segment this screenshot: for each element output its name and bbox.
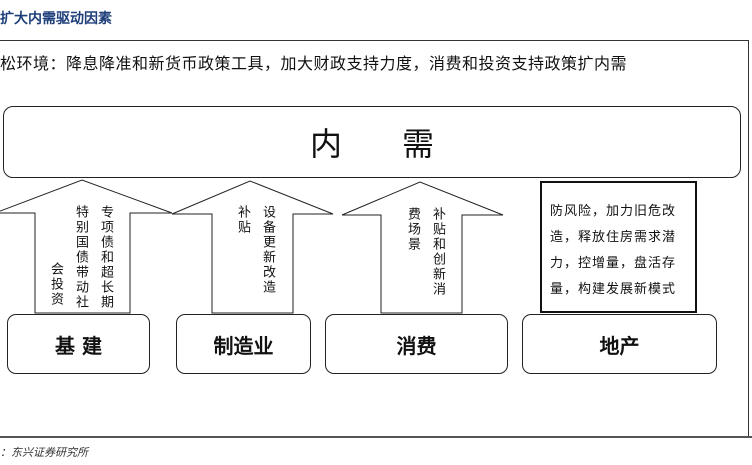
domestic-demand-box: 内需 xyxy=(3,106,741,178)
policy-environment-text: 松环境：降息降准和新货币政策工具，加大财政支持力度，消费和投资支持政策扩内需 xyxy=(0,54,628,73)
sector-real-estate: 地产 xyxy=(522,314,717,374)
source-note: ：东兴证券研究所 xyxy=(0,446,88,459)
real-estate-policy-box: 防风险，加力旧危改造，释放住房需求潜力，控增量，盘活存量，构建发展新模式 xyxy=(540,181,697,313)
arrow-text: 补贴和创新消 xyxy=(430,207,445,297)
arrow-infrastructure xyxy=(0,179,173,314)
sector-consumption: 消费 xyxy=(325,314,508,374)
footer-divider xyxy=(0,436,752,438)
arrow-text: 会投资 xyxy=(48,262,63,307)
arrow-text: 专项债和超长期 xyxy=(98,205,113,310)
sector-manufacturing: 制造业 xyxy=(176,314,311,374)
arrow-text: 设备更新改造 xyxy=(260,205,275,295)
arrow-manufacturing xyxy=(171,180,334,314)
arrow-text: 费场景 xyxy=(405,207,420,252)
arrow-consumption xyxy=(341,181,504,314)
figure-title: 扩大内需驱动因素 xyxy=(0,11,112,27)
arrow-text: 补贴 xyxy=(235,205,250,235)
arrow-text: 特别国债带动社 xyxy=(73,205,88,310)
sector-infrastructure: 基 建 xyxy=(7,314,150,374)
